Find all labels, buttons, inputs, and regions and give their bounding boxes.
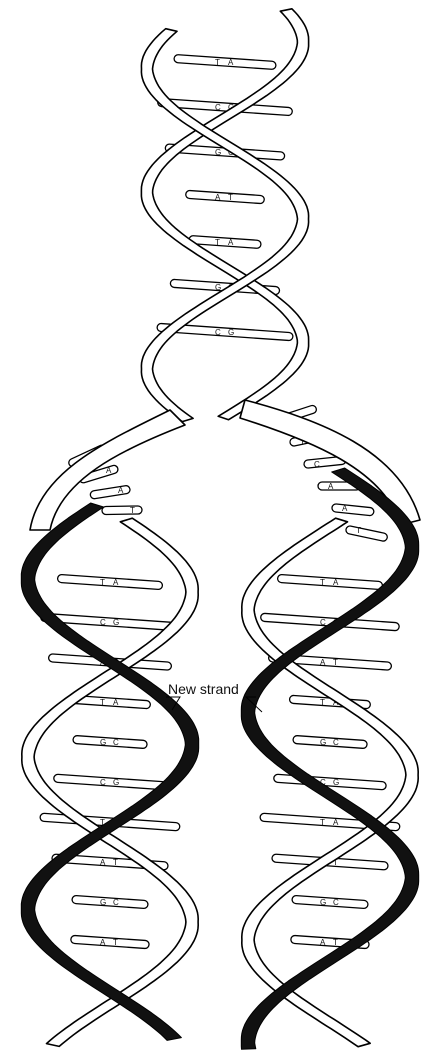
parent-base-left: C bbox=[215, 328, 221, 337]
fork-left-base bbox=[90, 485, 131, 499]
left-base-pair bbox=[57, 574, 162, 589]
right-base-left: A bbox=[320, 938, 326, 947]
left-base-left: G bbox=[100, 898, 106, 907]
fork-right-base-letter: C bbox=[314, 460, 320, 469]
right-base-right: A bbox=[333, 818, 339, 827]
parent-base-right: T bbox=[228, 193, 233, 202]
right-base-pair bbox=[274, 774, 387, 790]
new-strand-label: New strand bbox=[168, 681, 239, 697]
fork-left-base bbox=[102, 506, 142, 515]
parent-base-left: A bbox=[215, 193, 221, 202]
right-base-left: T bbox=[320, 578, 325, 587]
parent-base-left: T bbox=[215, 58, 220, 67]
right-base-right: C bbox=[333, 738, 339, 747]
fork-right-base-letter: A bbox=[342, 504, 348, 513]
left-base-left: A bbox=[100, 858, 106, 867]
right-base-right: T bbox=[333, 658, 338, 667]
left-base-right: T bbox=[113, 858, 118, 867]
right-base-left: C bbox=[320, 618, 326, 627]
left-base-left: G bbox=[100, 738, 106, 747]
fork-right-base-letter: A bbox=[328, 482, 334, 491]
parent-base-right: G bbox=[228, 328, 234, 337]
left-base-pair bbox=[71, 935, 150, 948]
parent-base-left: T bbox=[215, 238, 220, 247]
left-base-right: C bbox=[113, 738, 119, 747]
right-base-right: G bbox=[333, 778, 339, 787]
left-base-left: A bbox=[100, 938, 106, 947]
parent-base-left: G bbox=[215, 148, 221, 157]
left-base-pair bbox=[72, 895, 148, 908]
fork-left-base-letter: A bbox=[118, 486, 124, 495]
right-base-left: G bbox=[320, 898, 326, 907]
left-base-right: T bbox=[113, 938, 118, 947]
right-base-right: A bbox=[333, 578, 339, 587]
right-base-pair bbox=[293, 735, 367, 748]
parent-base-right: A bbox=[228, 58, 234, 67]
left-base-right: G bbox=[113, 618, 119, 627]
parent-base-left: C bbox=[215, 103, 221, 112]
right-base-right: C bbox=[333, 898, 339, 907]
left-base-left: C bbox=[100, 778, 106, 787]
right-base-left: G bbox=[320, 738, 326, 747]
left-base-pair bbox=[54, 774, 167, 790]
left-base-pair bbox=[73, 735, 147, 748]
fork-left-base-letter: T bbox=[130, 506, 135, 515]
left-base-right: C bbox=[113, 898, 119, 907]
right-base-left: A bbox=[320, 658, 326, 667]
fork-left-base-letter: A bbox=[106, 466, 112, 475]
fork-right-base-letter: T bbox=[356, 526, 361, 535]
left-base-left: T bbox=[100, 578, 105, 587]
right-base-right: T bbox=[333, 938, 338, 947]
left-base-left: C bbox=[100, 618, 106, 627]
right-base-pair bbox=[277, 574, 382, 589]
parent-base-right: A bbox=[228, 238, 234, 247]
left-base-right: A bbox=[113, 578, 119, 587]
parent-base-pair bbox=[174, 54, 276, 69]
right-base-left: T bbox=[320, 818, 325, 827]
left-base-right: A bbox=[113, 698, 119, 707]
left-base-right: G bbox=[113, 778, 119, 787]
parent-strand-1 bbox=[141, 9, 308, 420]
right-base-left: T bbox=[320, 698, 325, 707]
left-base-left: T bbox=[100, 698, 105, 707]
fork-right-base bbox=[345, 525, 388, 542]
right-base-pair bbox=[292, 895, 368, 908]
fork-right-base bbox=[332, 504, 375, 516]
parent-base-left: G bbox=[215, 283, 221, 292]
right-new-strand bbox=[241, 468, 418, 1049]
parent-base-pair bbox=[186, 190, 265, 203]
